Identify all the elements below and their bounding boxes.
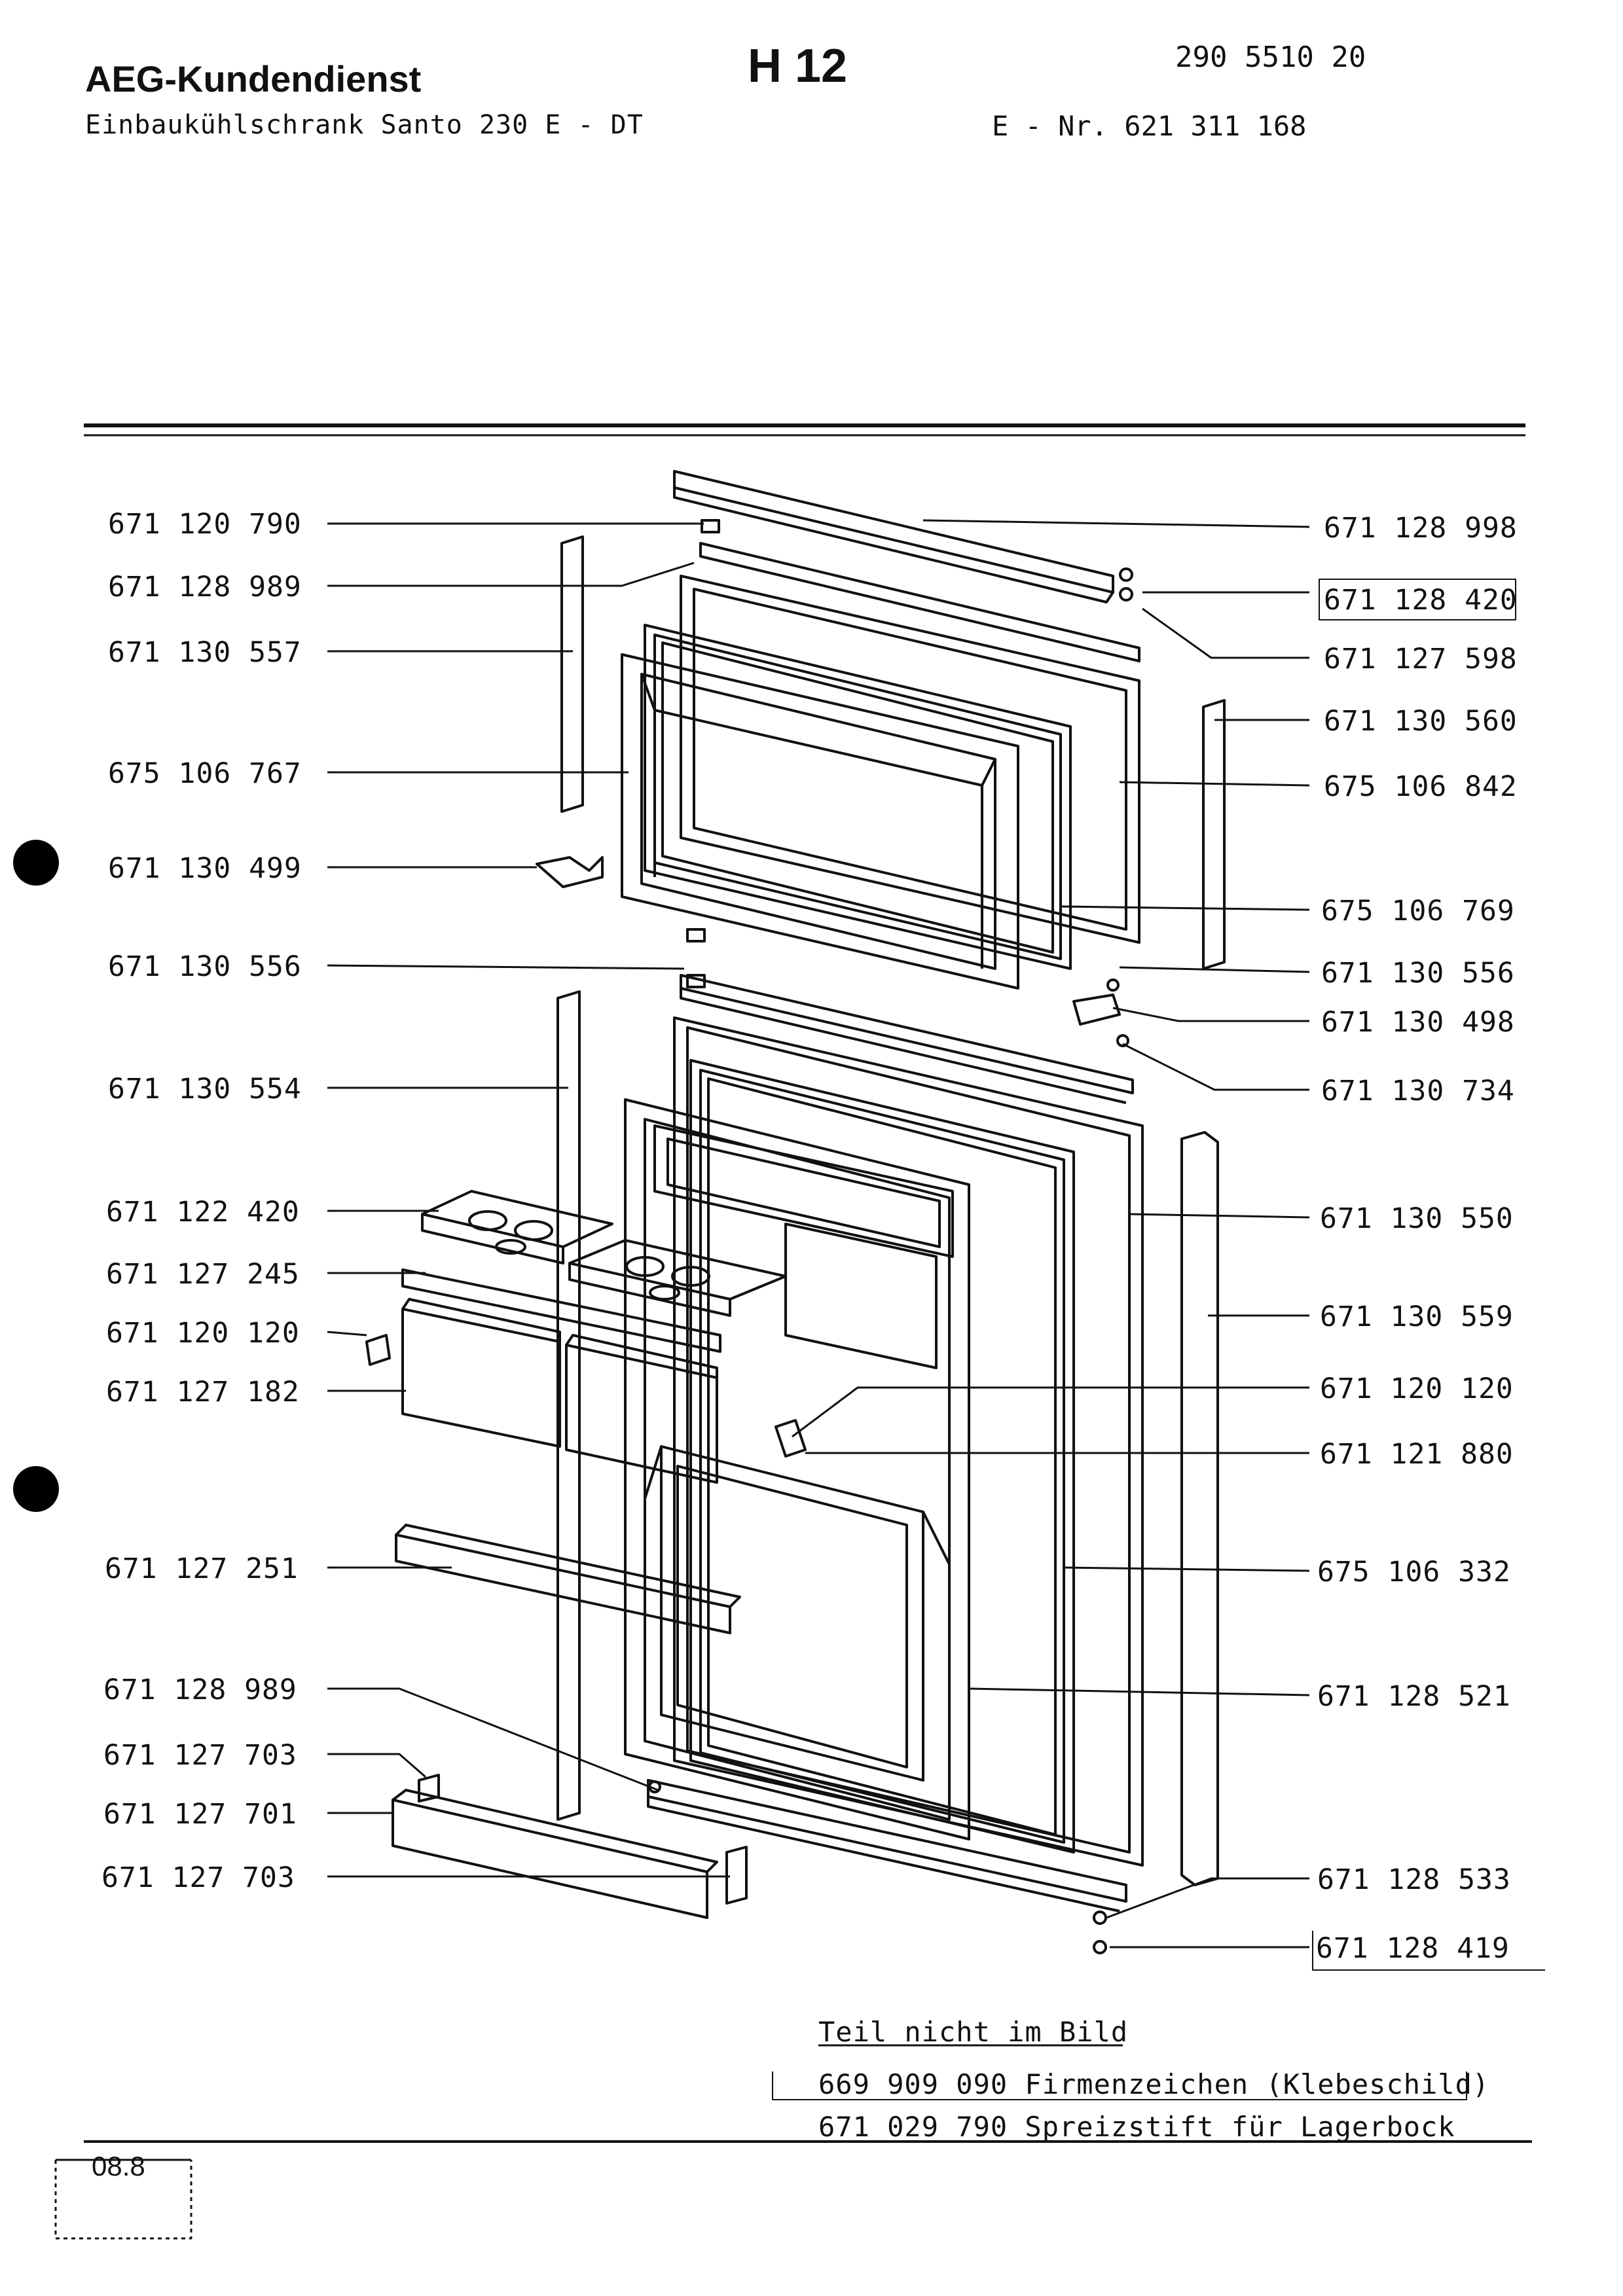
part-label-left: 671 127 245 xyxy=(106,1258,300,1291)
punch-hole-upper xyxy=(13,840,59,886)
part-label-left: 671 127 703 xyxy=(101,1861,295,1894)
part-label-left: 671 120 120 xyxy=(106,1317,300,1350)
part-label-left: 671 127 182 xyxy=(106,1376,300,1408)
part-label-right: 671 130 550 xyxy=(1320,1202,1514,1235)
part-label-right: 671 130 559 xyxy=(1320,1300,1514,1333)
part-label-right: 671 130 734 xyxy=(1321,1075,1515,1107)
part-label-right: 671 128 998 xyxy=(1324,512,1518,545)
part-label-right: 671 121 880 xyxy=(1320,1438,1514,1471)
part-label-left: 671 127 703 xyxy=(103,1739,297,1772)
punch-hole-lower xyxy=(13,1466,59,1512)
part-label-left: 671 120 790 xyxy=(108,508,302,541)
part-label-left: 671 130 499 xyxy=(108,852,302,885)
notes-heading: Teil nicht im Bild xyxy=(818,2016,1129,2048)
note-item: 669 909 090 Firmenzeichen (Klebeschild) xyxy=(818,2068,1490,2100)
part-label-left: 671 130 556 xyxy=(108,950,302,983)
part-label-left: 671 122 420 xyxy=(106,1196,300,1229)
part-label-right: 671 130 556 xyxy=(1321,957,1515,990)
part-label-left: 671 127 701 xyxy=(103,1798,297,1831)
part-label-right: 671 128 420 xyxy=(1324,584,1518,617)
part-label-right: 675 106 769 xyxy=(1321,895,1515,927)
part-label-right: 671 130 560 xyxy=(1324,705,1518,738)
part-label-right: 675 106 842 xyxy=(1324,770,1518,803)
document-number: 290 5510 20 xyxy=(1175,41,1366,74)
part-label-left: 671 128 989 xyxy=(103,1674,297,1706)
part-label-right: 671 128 419 xyxy=(1316,1932,1510,1965)
part-label-right: 671 128 521 xyxy=(1317,1680,1511,1713)
note-item: 671 029 790 Spreizstift für Lagerbock xyxy=(818,2111,1455,2143)
appliance-subtitle: Einbaukühlschrank Santo 230 E - DT xyxy=(85,110,644,140)
revision-code: 08.8 xyxy=(92,2151,145,2181)
part-label-right: 671 130 498 xyxy=(1321,1006,1515,1039)
part-label-left: 671 127 251 xyxy=(105,1552,299,1585)
part-label-left: 671 130 554 xyxy=(108,1073,302,1105)
part-label-right: 675 106 332 xyxy=(1317,1556,1511,1588)
part-label-left: 671 128 989 xyxy=(108,571,302,603)
part-label-right: 671 120 120 xyxy=(1320,1372,1514,1405)
part-label-left: 675 106 767 xyxy=(108,757,302,790)
e-number: E - Nr. 621 311 168 xyxy=(992,110,1307,142)
part-label-right: 671 127 598 xyxy=(1324,643,1518,675)
sheet-code: H 12 xyxy=(748,40,848,92)
part-label-left: 671 130 557 xyxy=(108,636,302,669)
brand-title: AEG-Kundendienst xyxy=(85,58,422,99)
part-label-right: 671 128 533 xyxy=(1317,1863,1511,1896)
